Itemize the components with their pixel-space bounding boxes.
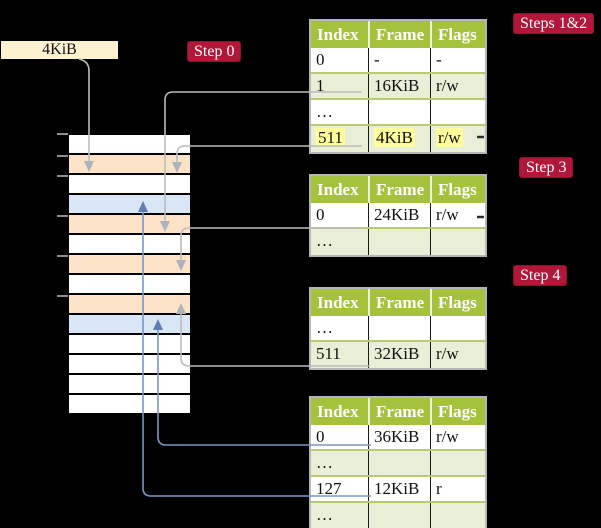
- memory-frame-row-1: [69, 135, 190, 155]
- table-row: 0 --: [311, 48, 485, 74]
- memory-frame-row-2: [69, 155, 190, 175]
- memory-frame-row-12: [69, 355, 190, 375]
- table-cell: 16KiB: [368, 74, 430, 98]
- table-cell: [430, 229, 485, 255]
- badge-step-4: Step 4: [513, 265, 568, 286]
- column-header: Frame: [368, 289, 430, 316]
- memory-address-tick: [57, 295, 68, 297]
- column-header: Flags: [430, 289, 485, 316]
- table-row: …: [311, 229, 485, 255]
- highlighted-value: 511: [316, 128, 345, 147]
- memory-address-tick: [57, 175, 68, 177]
- table-cell: 32KiB: [368, 342, 430, 368]
- page-size-box: 4KiB: [1, 41, 118, 59]
- table-cell: 0: [316, 427, 325, 446]
- table-row: …: [311, 316, 485, 342]
- memory-address-tick: [57, 215, 68, 217]
- column-header: Frame: [368, 21, 430, 48]
- column-header: Index: [317, 293, 359, 312]
- memory-frame-row-3: [69, 175, 190, 195]
- table-cell: [368, 100, 430, 124]
- column-header: Frame: [368, 398, 430, 425]
- memory-frame-row-10: [69, 315, 190, 335]
- table-cell: r/w: [430, 203, 485, 227]
- table-cell: r/w: [430, 126, 485, 152]
- memory-frame-row-11: [69, 335, 190, 355]
- table-cell: 36KiB: [368, 425, 430, 449]
- table-row: …: [311, 503, 485, 528]
- column-header: Flags: [430, 176, 485, 203]
- table-cell: 511: [311, 126, 368, 152]
- table-cell: r/w: [430, 342, 485, 368]
- table-cell: 1: [316, 76, 325, 95]
- table-row: …: [311, 100, 485, 126]
- table-cell: [368, 503, 430, 528]
- memory-frame-row-13: [69, 375, 190, 395]
- table-cell: [368, 451, 430, 475]
- table-cell: …: [316, 505, 333, 524]
- table-cell: [368, 229, 430, 255]
- badge-steps-1-2: Steps 1&2: [513, 13, 595, 34]
- highlighted-value: r/w: [436, 128, 463, 147]
- table-cell: [430, 100, 485, 124]
- table-cell: 4KiB: [368, 126, 430, 152]
- column-header: Flags: [430, 398, 485, 425]
- table-cell: 0: [316, 205, 325, 224]
- table-cell: …: [316, 318, 333, 337]
- column-header: Frame: [368, 176, 430, 203]
- memory-frame-row-14: [69, 395, 190, 415]
- column-header: Index: [317, 180, 359, 199]
- table-row: …: [311, 451, 485, 477]
- table-cell: [430, 451, 485, 475]
- physical-memory-column: [69, 135, 190, 415]
- memory-frame-row-6: [69, 235, 190, 255]
- table-cell: r: [430, 477, 485, 501]
- table-cell: 24KiB: [368, 203, 430, 227]
- table-cell: -: [430, 48, 485, 72]
- highlighted-value: 4KiB: [374, 128, 415, 147]
- memory-frame-row-5: [69, 215, 190, 235]
- table-cell: 511: [316, 344, 341, 363]
- memory-frame-row-9: [69, 295, 190, 315]
- table-cell: …: [316, 453, 333, 472]
- memory-frame-row-7: [69, 255, 190, 275]
- column-header: Flags: [430, 21, 485, 48]
- memory-frame-row-4: [69, 195, 190, 215]
- memory-address-tick: [57, 155, 68, 157]
- table-cell: [368, 316, 430, 340]
- memory-address-tick: [57, 133, 68, 135]
- table-cell: -: [368, 48, 430, 72]
- table-cell: 127: [316, 479, 342, 498]
- memory-frame-row-8: [69, 275, 190, 295]
- table-cell: r/w: [430, 425, 485, 449]
- table-row: 511 4KiB r/w: [311, 126, 485, 152]
- column-header: Index: [317, 402, 359, 421]
- memory-address-tick: [57, 255, 68, 257]
- table-cell: 12KiB: [368, 477, 430, 501]
- column-header: Index: [317, 25, 359, 44]
- table-cell: r/w: [430, 74, 485, 98]
- table-cell: …: [316, 102, 333, 121]
- badge-step-0: Step 0: [187, 41, 242, 62]
- table-cell: [430, 316, 485, 340]
- table-cell: …: [316, 231, 333, 250]
- table-cell: 0: [316, 50, 325, 69]
- badge-step-3: Step 3: [519, 157, 574, 178]
- table-cell: [430, 503, 485, 528]
